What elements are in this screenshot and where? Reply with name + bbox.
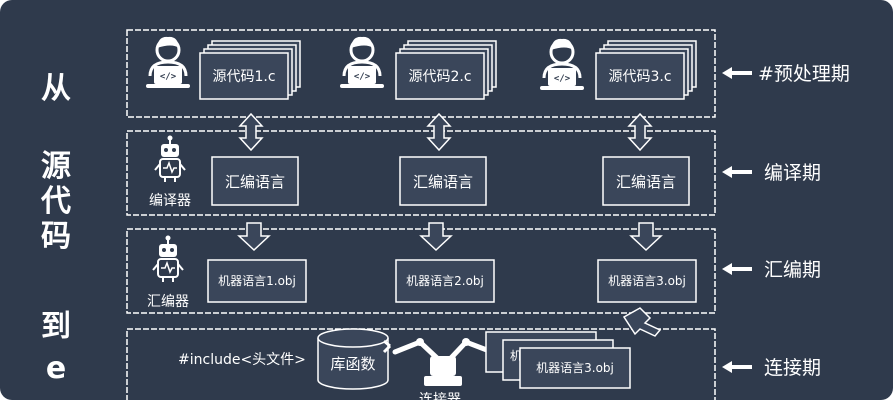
programmer-icon: [144, 35, 192, 90]
source-file-label: 源代码3.c: [608, 69, 671, 85]
source-file-stack-2: 源代码2.c: [395, 40, 497, 100]
object-file-box: [395, 259, 495, 303]
down-arrow-icon: [238, 222, 270, 251]
compiler-label: 编译器: [149, 193, 191, 209]
assembly-box: [602, 156, 690, 206]
stage-frame-preprocess: [126, 29, 716, 118]
assembly-box-label: 汇编语言: [616, 173, 676, 191]
include-text: #include<头文件>: [178, 352, 306, 368]
assembler-label: 汇编器: [147, 294, 189, 310]
stage-frame-assemble: [126, 228, 716, 314]
object-file-box: [207, 259, 307, 303]
stage-label-assemble: 汇编期: [764, 259, 821, 281]
compiler-robot-icon: [154, 134, 186, 183]
bidirectional-arrow-icon: [628, 113, 652, 151]
assembly-box: [211, 156, 299, 206]
source-file-stack-1: 源代码1.c: [199, 40, 301, 100]
stage-label-link: 连接期: [764, 357, 821, 379]
side-title-char: e: [45, 351, 67, 386]
object-file-label: 机器语言1.obj: [218, 274, 296, 288]
side-title-char: 源: [41, 149, 71, 184]
linked-object-card-front: [519, 347, 631, 389]
left-arrow-icon: [722, 166, 752, 178]
side-title-char: 码: [41, 219, 71, 254]
library-label: 库函数: [330, 355, 375, 373]
bidirectional-arrow-icon: [239, 113, 263, 151]
programmer-icon: [538, 37, 586, 92]
source-file-stack-3: 源代码3.c: [595, 40, 697, 100]
assembly-box: [399, 156, 487, 206]
bidirectional-arrow-icon: [427, 113, 451, 151]
down-arrow-icon: [630, 222, 662, 251]
programmer-icon: [338, 35, 386, 90]
object-file-box: [597, 259, 697, 303]
down-arrow-icon: [420, 222, 452, 251]
source-file-label: 源代码1.c: [212, 69, 275, 85]
diagonal-arrow-icon: [622, 307, 662, 337]
side-title-char: 到: [41, 309, 71, 344]
left-arrow-icon: [722, 361, 752, 373]
object-file-label: 机器语言2.obj: [406, 274, 484, 288]
stage-frame-link: [126, 328, 716, 400]
left-arrow-icon: [722, 263, 752, 275]
assembler-robot-icon: [152, 234, 184, 283]
stage-frame-compile: [126, 130, 716, 216]
side-title-char: 代: [41, 184, 71, 219]
linked-object-label: 机器语言3.obj: [536, 361, 614, 375]
object-file-label: 机器语言3.obj: [608, 274, 686, 288]
side-title-char: 从: [41, 71, 71, 106]
assembly-box-label: 汇编语言: [225, 173, 285, 191]
stage-label-preprocess: #预处理期: [758, 63, 850, 85]
linker-robot-arm-icon: [382, 338, 505, 386]
linked-object-back-label: 机: [510, 349, 522, 363]
source-file-label: 源代码2.c: [408, 69, 471, 85]
left-arrow-icon: [722, 67, 752, 79]
assembly-box-label: 汇编语言: [413, 173, 473, 191]
linker-label: 连接器: [419, 391, 461, 400]
library-cylinder-icon: [317, 328, 389, 390]
stage-label-compile: 编译期: [764, 162, 821, 184]
